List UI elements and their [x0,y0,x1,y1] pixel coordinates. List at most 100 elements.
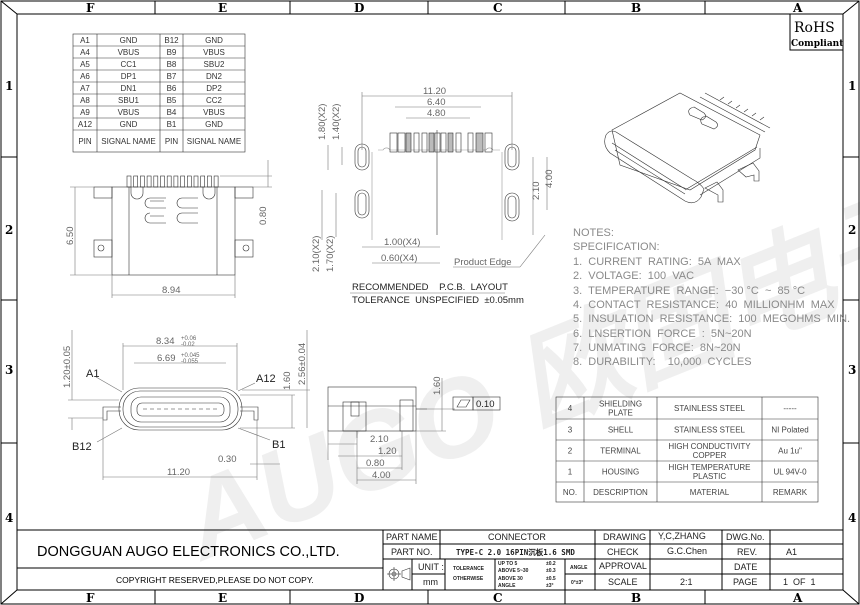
copyright: COPYRIGHT RESERVED,PLEASE DO NOT COPY. [116,575,314,585]
note-item: 6. LNSERTION FORCE : 5N~20N [573,328,752,340]
pcb-dim: 0.60(X4) [381,253,417,264]
front-dim: 11.20 [167,467,190,478]
pin-table-cell: B4 [167,108,177,117]
angle-value: 0°±3° [571,580,583,586]
column-label: B [631,1,641,15]
pin-table-cell: A1 [80,36,90,45]
column-label: C [493,591,503,605]
pin-table-cell: B12 [164,36,179,45]
pin-table-cell: DP1 [121,72,137,81]
drawing-label: DRAWING [603,532,646,542]
note-item: 2. VOLTAGE: 100 VAC [573,270,694,282]
front-dim: 1.60 [282,372,293,391]
material-cell: SHIELDING [599,400,642,409]
material-header: MATERIAL [690,488,730,497]
terminal-pin [213,175,219,188]
row-label: 4 [5,511,13,525]
material-cell: HOUSING [602,468,639,477]
front-dim-tol: +0.06 [181,336,197,342]
pcb-dim: 2.10 [531,182,542,201]
pin-table-cell: B5 [167,96,177,105]
pcb-pad [484,132,493,153]
pin-table-cell: B8 [167,60,177,69]
material-cell: PLASTIC [693,472,727,481]
check-label: CHECK [607,547,639,557]
terminal-pin [207,175,212,188]
pin-label-b1: B1 [272,439,285,451]
approval-label: APPROVAL [599,561,647,571]
pin-table-cell: VBUS [118,108,140,117]
pcb-pad [440,132,447,153]
column-label: D [354,1,364,15]
drawing-by: Y,C,ZHANG [658,531,706,541]
pcb-dim: 1.00(X4) [384,237,420,248]
pin-table-cell: DP2 [206,84,222,93]
column-label: B [631,591,641,605]
side-dim: 0.80 [366,458,385,469]
rev-value: A1 [786,547,797,557]
column-label: E [218,591,227,605]
logo-slot-icon [144,197,166,224]
top-view [70,160,272,298]
terminal-pin [193,175,199,188]
pcb-dim: 4.00 [544,170,555,189]
row-label: 1 [848,79,856,93]
pin-table-cell: GND [205,36,223,45]
pin-table-cell: B6 [167,84,177,93]
side-dim: 4.00 [372,470,391,481]
part-no-label: PART NO. [391,547,433,557]
pin-table-header: PIN [165,137,179,146]
flatness-icon [456,399,471,408]
material-header: NO. [563,488,577,497]
pin-table-cell: B1 [167,120,177,129]
dim-width: 8.94 [162,285,181,296]
rohs-compliant-text: Compliant [791,39,844,49]
scale-label: SCALE [608,577,638,587]
material-cell: Au 1u" [778,447,802,456]
projection-symbol-icon [387,567,411,581]
pcb-pad [397,132,406,153]
part-name: CONNECTOR [488,532,546,542]
material-cell: UL 94V-0 [773,468,807,477]
pin-table-cell: DN1 [120,84,137,93]
front-dim: 1.20±0.05 [62,346,73,388]
pin-label-a12: A12 [256,373,276,385]
part-name-label: PART NAME [386,532,438,542]
tol-value: ±0.3 [546,568,556,574]
scale-value: 2:1 [680,577,693,587]
pin-table-header: SIGNAL NAME [187,137,241,146]
materials-table-border [555,396,819,503]
material-cell: 1 [568,468,573,477]
front-dim-tol: +0.045 [181,353,200,359]
column-label: E [218,1,227,15]
page-value: 1 OF 1 [783,577,816,587]
column-label: F [86,591,95,605]
pin-label-a1: A1 [86,368,99,380]
side-dim: 1.20 [378,446,397,457]
row-label: 3 [5,363,13,377]
company-name: DONGGUAN AUGO ELECTRONICS CO.,LTD. [37,544,340,560]
pcb-pad [389,132,398,153]
tol-value: ±0.5 [546,576,556,582]
pcb-dim: 1.40(X2) [331,104,342,140]
pin-table-cell: A6 [80,72,90,81]
terminal-pin [146,175,152,188]
material-cell: ----- [783,404,797,413]
pcb-pad [405,132,412,153]
material-cell: 3 [568,426,573,435]
notes-title: NOTES: [573,227,614,239]
front-view [68,330,310,480]
terminal-pin [160,175,165,188]
tol-range: ANGLE [498,583,516,589]
pcb-layout-view [321,92,548,294]
flatness-value: 0.10 [476,399,495,410]
note-item: 4. CONTACT RESISTANCE: 40 MILLIONHM MAX [573,299,835,311]
row-label: 2 [848,223,856,237]
terminal-pin [200,175,205,188]
terminal-pin [180,175,185,188]
material-header: DESCRIPTION [593,488,648,497]
pin-label-b12: B12 [72,441,92,453]
part-no: TYPE-C 2.0 16PIN沉板1.6 SMD [456,547,575,557]
product-edge-label: Product Edge [454,257,512,268]
pcb-tolerance: TOLERANCE UNSPECIFIED ±0.05mm [352,295,524,306]
